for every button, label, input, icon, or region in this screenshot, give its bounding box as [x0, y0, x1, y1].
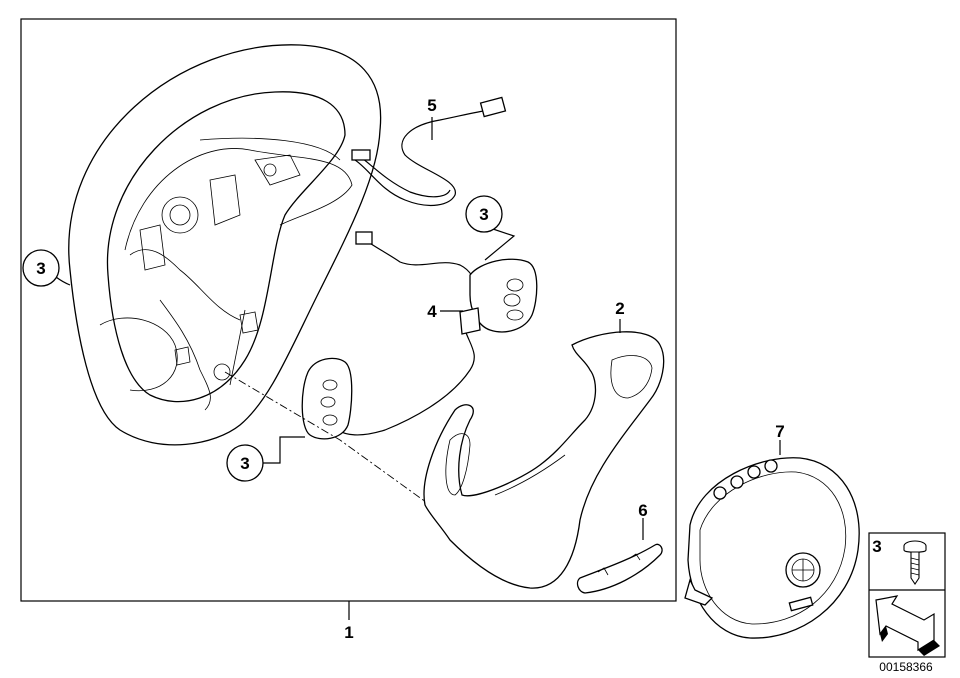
callout-5-label: 5 — [427, 96, 436, 115]
callout-3-upper-label: 3 — [479, 205, 488, 224]
trim-cover — [423, 331, 665, 589]
callout-7-label: 7 — [775, 422, 784, 441]
diagram-code: 00158366 — [879, 660, 933, 674]
arrow-icon — [875, 595, 940, 656]
right-switch-cable — [337, 231, 477, 436]
steering-wheel — [68, 44, 382, 446]
leader-lines — [55, 117, 781, 620]
legend-box — [868, 532, 946, 658]
callout-1-label: 1 — [344, 623, 353, 642]
callout-3-lower-label: 3 — [240, 454, 249, 473]
callout-3-left-label: 3 — [36, 259, 45, 278]
right-switch — [459, 258, 538, 335]
callout-4-label: 4 — [427, 302, 437, 321]
callout-3-left: 3 — [22, 249, 60, 287]
airbag-module — [684, 457, 860, 639]
assembly-line — [224, 371, 431, 506]
callout-2-label: 2 — [615, 299, 624, 318]
legend-3-label: 3 — [872, 537, 881, 556]
trim-piece — [576, 543, 663, 594]
screw-icon — [903, 540, 927, 585]
callout-3-lower: 3 — [226, 444, 264, 482]
wiring-harness — [351, 96, 507, 207]
callout-6-label: 6 — [638, 501, 647, 520]
left-switch — [301, 357, 353, 440]
callout-3-upper: 3 — [465, 195, 503, 233]
